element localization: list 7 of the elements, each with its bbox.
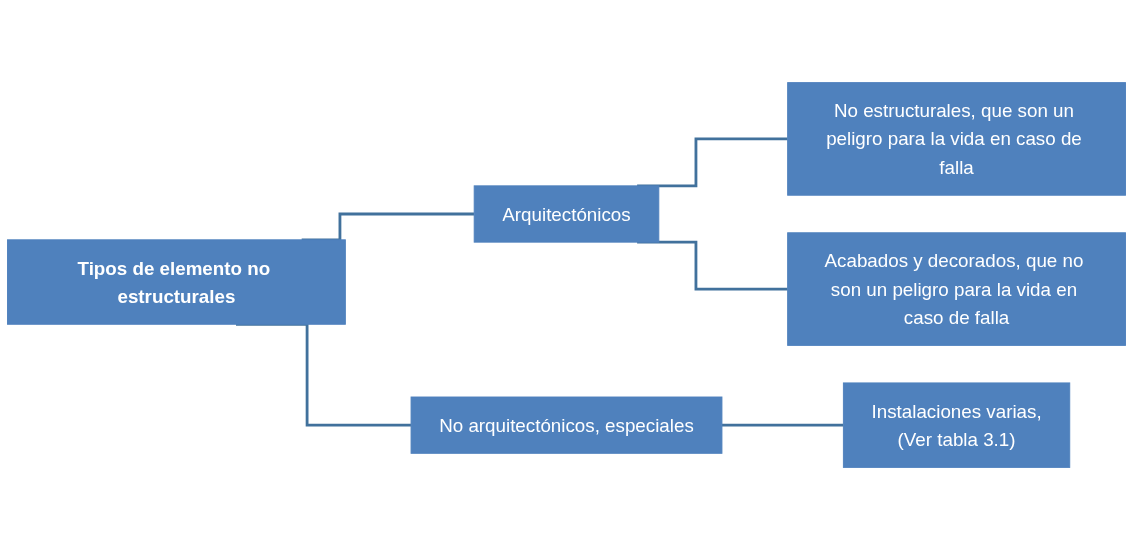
connector: [721, 423, 844, 427]
node-box: Arquitectónicos: [473, 185, 660, 243]
node-box: No arquitectónicos, especiales: [410, 396, 723, 454]
node-box: No estructurales, que son un peligro para la vida en caso de falla: [787, 82, 1126, 196]
node-box: Acabados y decorados, que no son un peligro para la vida en caso de falla: [787, 232, 1126, 346]
node-box: Tipos de elemento no estructurales: [7, 239, 346, 325]
node-box: Instalaciones varias, (Ver tabla 3.1): [842, 382, 1071, 468]
